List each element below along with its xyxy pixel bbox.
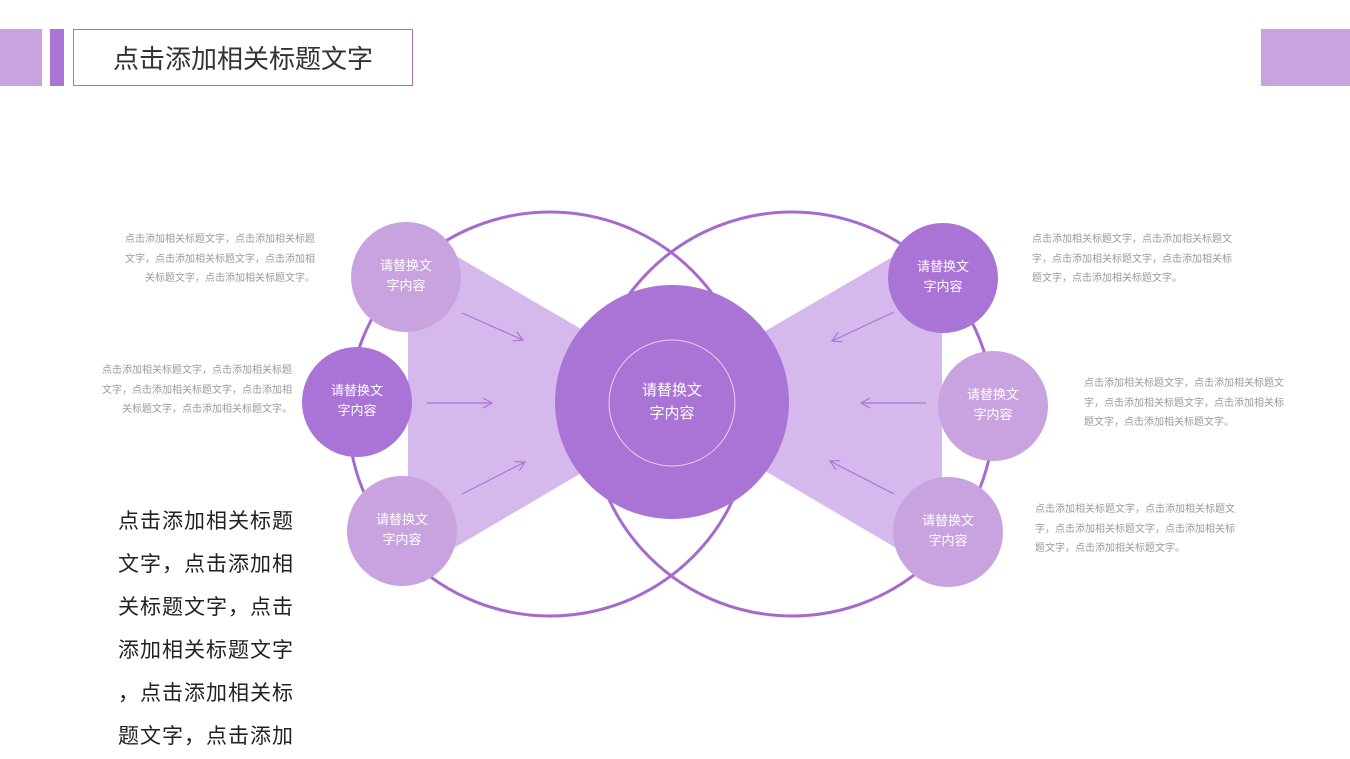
description-line: 点击添加相关标题文字，点击添加相关标题文 (1084, 378, 1284, 389)
description-line: 题文字，点击添加相关标题文字。 (1035, 543, 1185, 554)
main-text-line: ，点击添加相关标 (118, 681, 294, 705)
center-label-line1: 请替换文 (641, 381, 702, 399)
node-left-top-line1: 请替换文 (379, 259, 432, 274)
description-line: 点击添加相关标题文字，点击添加相关标题文 (1032, 234, 1232, 245)
main-text-block[interactable]: 点击添加相关标题 文字，点击添加相 关标题文字，点击 添加相关标题文字 ，点击添… (118, 500, 314, 758)
node-left-middle-line1: 请替换文 (330, 384, 383, 399)
arrow-right-bottom (828, 460, 895, 495)
center-label[interactable]: 请替换文字内容 (612, 362, 732, 442)
node-right-top-line2: 字内容 (923, 280, 963, 295)
page-title[interactable]: 点击添加相关标题文字 (73, 29, 413, 86)
left-funnel-shape (408, 228, 600, 575)
node-right-top-label[interactable]: 请替换文字内容 (893, 248, 993, 308)
node-right-middle-line2: 字内容 (973, 408, 1013, 423)
node-right-bottom-label[interactable]: 请替换文字内容 (898, 502, 998, 562)
main-text-line: 添加相关标题文字 (118, 638, 294, 662)
arrow-left-top (461, 312, 525, 342)
header-decor-bar (50, 29, 64, 86)
header-decor-block-left (0, 29, 42, 86)
node-left-middle-circle (302, 347, 412, 457)
arrow-left-bottom (461, 461, 527, 495)
description-right-bottom[interactable]: 点击添加相关标题文字，点击添加相关标题文 字，点击添加相关标题文字，点击添加相关… (1035, 500, 1265, 559)
node-left-top-line2: 字内容 (386, 279, 426, 294)
description-line: 点击添加相关标题文字，点击添加相关标题 (102, 365, 292, 376)
node-right-top-circle (888, 223, 998, 333)
header-decor-block-right (1261, 29, 1350, 86)
node-left-middle-line2: 字内容 (337, 404, 377, 419)
node-right-bottom-circle (893, 477, 1003, 587)
main-text-line: 关标题文字，点击 (118, 595, 294, 619)
right-funnel-shape (750, 228, 942, 575)
description-line: 点击添加相关标题文字，点击添加相关标题 (125, 234, 315, 245)
node-right-middle-circle (938, 351, 1048, 461)
description-line: 字，点击添加相关标题文字，点击添加相关标 (1084, 397, 1284, 409)
center-circle (555, 285, 789, 519)
description-line: 字，点击添加相关标题文字，点击添加相关标 (1035, 523, 1235, 535)
arrow-right-top (830, 311, 895, 343)
center-label-line2: 字内容 (649, 404, 695, 422)
description-left-middle[interactable]: 点击添加相关标题文字，点击添加相关标题 文字，点击添加相关标题文字，点击添加相 … (73, 361, 292, 420)
node-right-bottom-line1: 请替换文 (921, 514, 974, 529)
node-left-top-circle (351, 222, 461, 332)
main-text-line: 点击添加相关标题 (118, 509, 294, 533)
node-right-bottom-line2: 字内容 (928, 534, 968, 549)
description-line: 文字，点击添加相关标题文字，点击添加相 (102, 384, 292, 396)
node-left-bottom-circle (347, 476, 457, 586)
description-line: 文字，点击添加相关标题文字，点击添加相 (125, 253, 315, 265)
description-line: 关标题文字，点击添加相关标题文字。 (145, 273, 315, 284)
description-line: 关标题文字，点击添加相关标题文字。 (122, 404, 292, 415)
node-left-middle-label[interactable]: 请替换文字内容 (307, 372, 407, 432)
description-line: 字，点击添加相关标题文字，点击添加相关标 (1032, 253, 1232, 265)
node-right-top-line1: 请替换文 (916, 260, 969, 275)
node-right-middle-label[interactable]: 请替换文字内容 (943, 376, 1043, 436)
description-left-top[interactable]: 点击添加相关标题文字，点击添加相关标题 文字，点击添加相关标题文字，点击添加相 … (96, 230, 315, 289)
description-right-top[interactable]: 点击添加相关标题文字，点击添加相关标题文 字，点击添加相关标题文字，点击添加相关… (1032, 230, 1262, 289)
node-left-bottom-label[interactable]: 请替换文字内容 (352, 501, 452, 561)
node-right-middle-line1: 请替换文 (966, 388, 1019, 403)
node-left-bottom-line1: 请替换文 (375, 513, 428, 528)
description-line: 题文字，点击添加相关标题文字。 (1084, 417, 1234, 428)
main-text-line: 题文字，点击添加 (118, 724, 294, 748)
center-inner-ring (608, 339, 736, 467)
main-text-line: 文字，点击添加相 (118, 552, 294, 576)
description-line: 点击添加相关标题文字，点击添加相关标题文 (1035, 504, 1235, 515)
description-right-middle[interactable]: 点击添加相关标题文字，点击添加相关标题文 字，点击添加相关标题文字，点击添加相关… (1084, 374, 1314, 433)
node-left-top-label[interactable]: 请替换文字内容 (356, 247, 456, 307)
description-line: 题文字，点击添加相关标题文字。 (1032, 273, 1182, 284)
node-left-bottom-line2: 字内容 (382, 533, 422, 548)
